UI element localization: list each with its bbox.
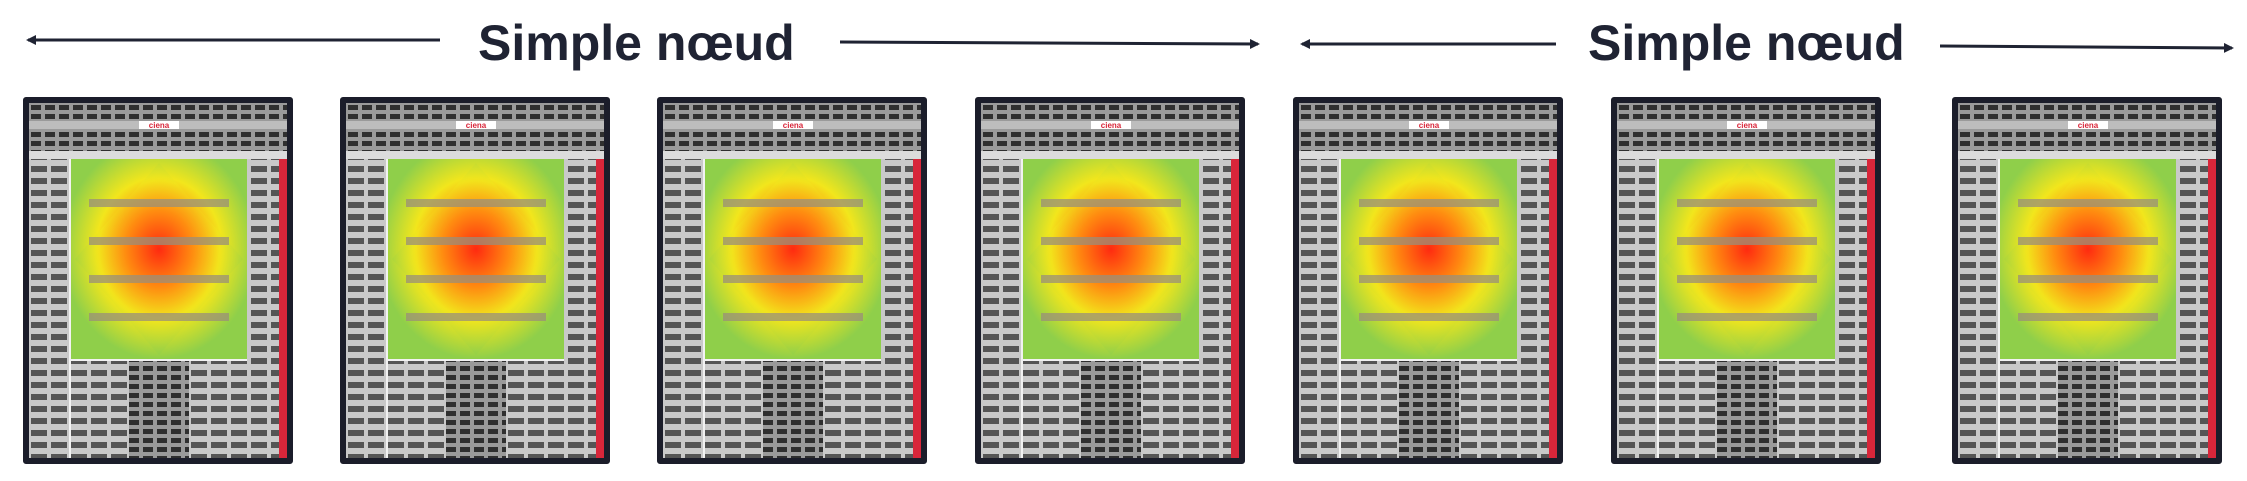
brand-logo: ciena [466,121,487,130]
chassis-graphic: ciena [1617,103,1875,458]
brand-logo: ciena [1737,121,1758,130]
fan-strip [596,159,604,458]
chassis-graphic: ciena [663,103,921,458]
range-arrows [26,35,2234,53]
left-card-cage [981,159,1021,458]
arrow-right-2 [1939,42,2234,53]
left-card-cage [29,159,69,458]
left-card-cage [663,159,703,458]
fan-strip [279,159,287,458]
left-card-cage [346,159,386,458]
brand-logo: ciena [2078,121,2099,130]
brand-logo: ciena [1101,121,1122,130]
chassis-graphic: ciena [29,103,287,458]
right-card-cage [247,159,279,458]
right-card-cage [564,159,596,458]
fan-strip [1867,159,1875,458]
chassis-unit-6: ciena [1611,97,1881,464]
arrow-right-1 [839,38,1260,49]
brand-logo: ciena [149,121,170,130]
fan-strip [1231,159,1239,458]
brand-logo: ciena [783,121,804,130]
fan-strip [913,159,921,458]
chassis-graphic: ciena [981,103,1239,458]
left-card-cage [1958,159,1998,458]
node-label-1: Simple nœud [478,15,795,71]
fan-strip [2208,159,2216,458]
chassis-graphic: ciena [346,103,604,458]
right-card-cage [1517,159,1549,458]
chassis-unit-7: ciena [1952,97,2222,464]
right-card-cage [881,159,913,458]
chassis-graphic: ciena [1299,103,1557,458]
right-card-cage [1199,159,1231,458]
fan-strip [1549,159,1557,458]
left-card-cage [1299,159,1339,458]
right-card-cage [1835,159,1867,458]
chassis-graphic: ciena [1958,103,2216,458]
brand-logo: ciena [1419,121,1440,130]
chassis-unit-4: ciena [975,97,1245,464]
left-card-cage [1617,159,1657,458]
node-label-2: Simple nœud [1588,15,1905,71]
chassis-unit-1: ciena [23,97,293,464]
right-card-cage [2176,159,2208,458]
chassis-unit-2: ciena [340,97,610,464]
chassis-unit-5: ciena [1293,97,1563,464]
chassis-unit-3: ciena [657,97,927,464]
